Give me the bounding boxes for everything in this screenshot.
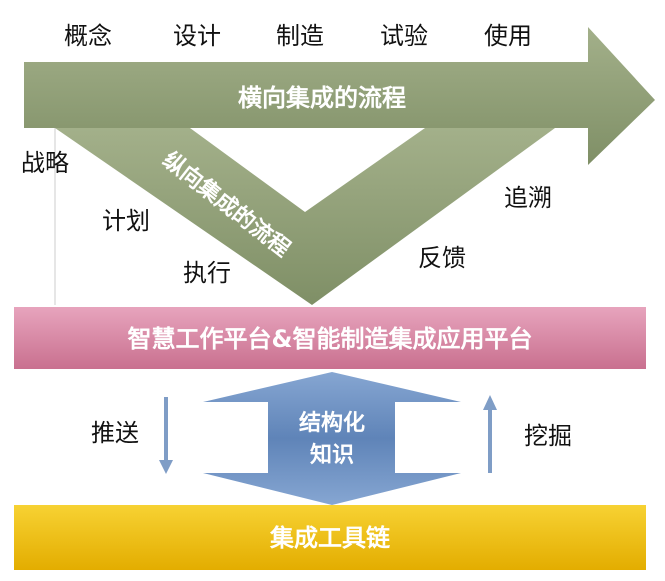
horizontal-flow-arrow: [24, 27, 655, 165]
mine-up-arrow-icon: [483, 395, 497, 473]
label-strategy: 战略: [21, 149, 69, 177]
stage-test: 试验: [380, 22, 428, 50]
stage-use: 使用: [484, 22, 532, 50]
label-trace: 追溯: [504, 184, 552, 212]
label-mine: 挖掘: [524, 422, 572, 450]
label-feedback: 反馈: [418, 244, 466, 272]
knowledge-line2: 知识: [310, 442, 354, 468]
platform-label: 智慧工作平台&智能制造集成应用平台: [128, 325, 533, 353]
push-down-arrow-icon: [159, 397, 173, 474]
knowledge-line1: 结构化: [299, 410, 365, 436]
toolchain-label: 集成工具链: [269, 524, 391, 552]
label-execute: 执行: [183, 259, 231, 287]
stage-design: 设计: [173, 22, 221, 50]
vertical-flow-v-arrow: [55, 128, 555, 305]
label-push: 推送: [91, 419, 139, 447]
platform-bar: [14, 307, 646, 369]
label-plan: 计划: [102, 207, 150, 235]
horizontal-flow-label: 横向集成的流程: [238, 84, 406, 112]
stage-concept: 概念: [64, 22, 112, 50]
toolchain-bar: [14, 505, 646, 570]
stage-manufacture: 制造: [276, 22, 324, 50]
knowledge-double-arrow: [203, 372, 461, 505]
stage-labels: 概念 设计 制造 试验 使用: [64, 22, 532, 50]
